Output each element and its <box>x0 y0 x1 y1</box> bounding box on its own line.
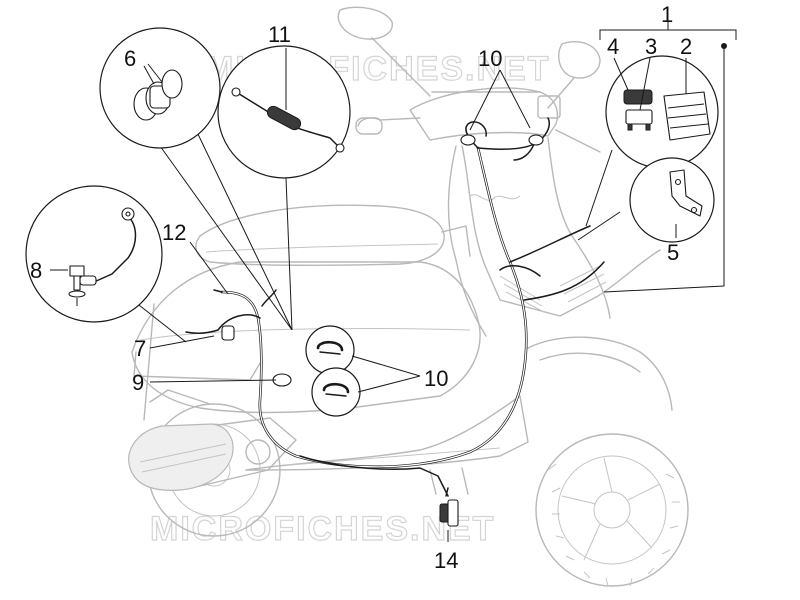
callout-circle-8 <box>25 185 163 323</box>
label-1: 1 <box>661 2 673 27</box>
harness-floor-loop <box>499 264 541 277</box>
left-grip-end <box>355 117 383 135</box>
callout-group-10-lower <box>305 325 421 417</box>
cable-tie-handlebar-left <box>460 134 476 146</box>
rear-connector <box>221 325 235 341</box>
left-mirror-stem <box>371 37 431 97</box>
main-harness <box>185 117 605 497</box>
label-14: 14 <box>434 548 458 573</box>
label-12: 12 <box>162 220 186 245</box>
part-10-clip-b <box>322 382 350 397</box>
rear-cowl-line <box>139 327 471 341</box>
label-6: 6 <box>124 46 136 71</box>
front-tire <box>535 433 689 587</box>
harness-rear-end <box>213 289 223 293</box>
part-8-bolt <box>68 265 86 306</box>
part-8-earth-cable <box>79 207 137 286</box>
callout-group-5 <box>577 157 715 243</box>
exhaust-ribs <box>139 443 227 473</box>
callout-numbers: 1 2 3 4 5 6 7 8 9 10 10 11 12 14 <box>30 2 692 573</box>
leader-1-down <box>603 46 725 293</box>
right-mirror <box>558 41 601 79</box>
centre-stand <box>429 467 469 495</box>
label-3: 3 <box>645 34 657 59</box>
part-4-fuse-cap <box>613 57 653 105</box>
leader-10-upper <box>469 69 531 131</box>
harness-main-run <box>220 146 528 469</box>
label-8: 8 <box>30 258 42 283</box>
front-rim <box>557 455 667 565</box>
leader-bracket-callout <box>577 211 621 241</box>
harness-stand-branch <box>299 455 449 497</box>
callout-circle-10a <box>305 325 355 375</box>
label-11: 11 <box>268 22 291 47</box>
brand-script <box>469 194 521 201</box>
exhaust-muffler <box>128 423 234 491</box>
tire-tread <box>547 463 680 587</box>
harness-rear-lamp <box>185 314 261 335</box>
stand-line <box>143 303 155 421</box>
front-mudguard-inner <box>539 352 641 373</box>
part-5-bracket <box>669 169 703 217</box>
label-2: 2 <box>680 34 692 59</box>
seat-hinge <box>441 225 471 257</box>
front-mudguard <box>527 336 673 411</box>
front-hub <box>593 491 631 529</box>
part-14-connector <box>439 487 459 527</box>
left-grip <box>357 117 421 127</box>
leader-1-dot <box>721 43 727 49</box>
engine-cover <box>245 439 271 465</box>
left-mirror <box>337 6 393 40</box>
callout-circle-5 <box>629 157 715 243</box>
leader-6 <box>149 129 293 331</box>
harness-front-branch <box>523 261 605 301</box>
part-6-bulb-holder <box>133 63 183 121</box>
callout-group-8 <box>25 185 187 343</box>
seat-seam <box>205 243 439 253</box>
harness-fuse-branch <box>509 225 591 263</box>
leader-fuse-callout <box>585 149 613 227</box>
label-10-upper: 10 <box>478 46 502 71</box>
front-spokes <box>561 457 661 561</box>
leader-7 <box>149 335 215 349</box>
part-3-fuse <box>625 57 653 131</box>
part-10-clip-a <box>316 340 344 355</box>
label-7: 7 <box>134 336 146 361</box>
harness-cable-ties <box>221 134 544 387</box>
label-4: 4 <box>607 34 619 59</box>
leader-10-lower <box>351 355 421 393</box>
cable-tie-handlebar-right <box>528 134 544 146</box>
floor-mat <box>499 265 607 313</box>
headset <box>409 87 559 141</box>
legshield-left <box>447 145 487 337</box>
label-9: 9 <box>132 370 144 395</box>
part-11-cable <box>231 48 345 153</box>
part-2-control-unit <box>663 58 711 141</box>
label-10-lower: 10 <box>424 366 448 391</box>
steering-column <box>547 137 611 319</box>
leader-12 <box>189 241 229 295</box>
rear-shock-top <box>149 389 211 405</box>
callout-circle-10b <box>311 367 361 417</box>
callout-group-6-11 <box>99 27 351 331</box>
label-5: 5 <box>667 240 679 265</box>
harness-right-drop <box>513 143 535 161</box>
bracket-1 <box>599 29 737 40</box>
speedometer <box>537 95 561 119</box>
seat <box>195 204 445 267</box>
harness-main-run-inner <box>221 147 527 468</box>
leader-11-line <box>285 177 293 331</box>
brake-lever <box>555 129 601 153</box>
right-mirror-stem <box>547 77 575 109</box>
rear-lamp-housing <box>133 351 263 381</box>
legshield-inner <box>461 145 661 317</box>
leader-9 <box>149 379 277 383</box>
callout-group-1-2-3-4 <box>585 22 737 293</box>
